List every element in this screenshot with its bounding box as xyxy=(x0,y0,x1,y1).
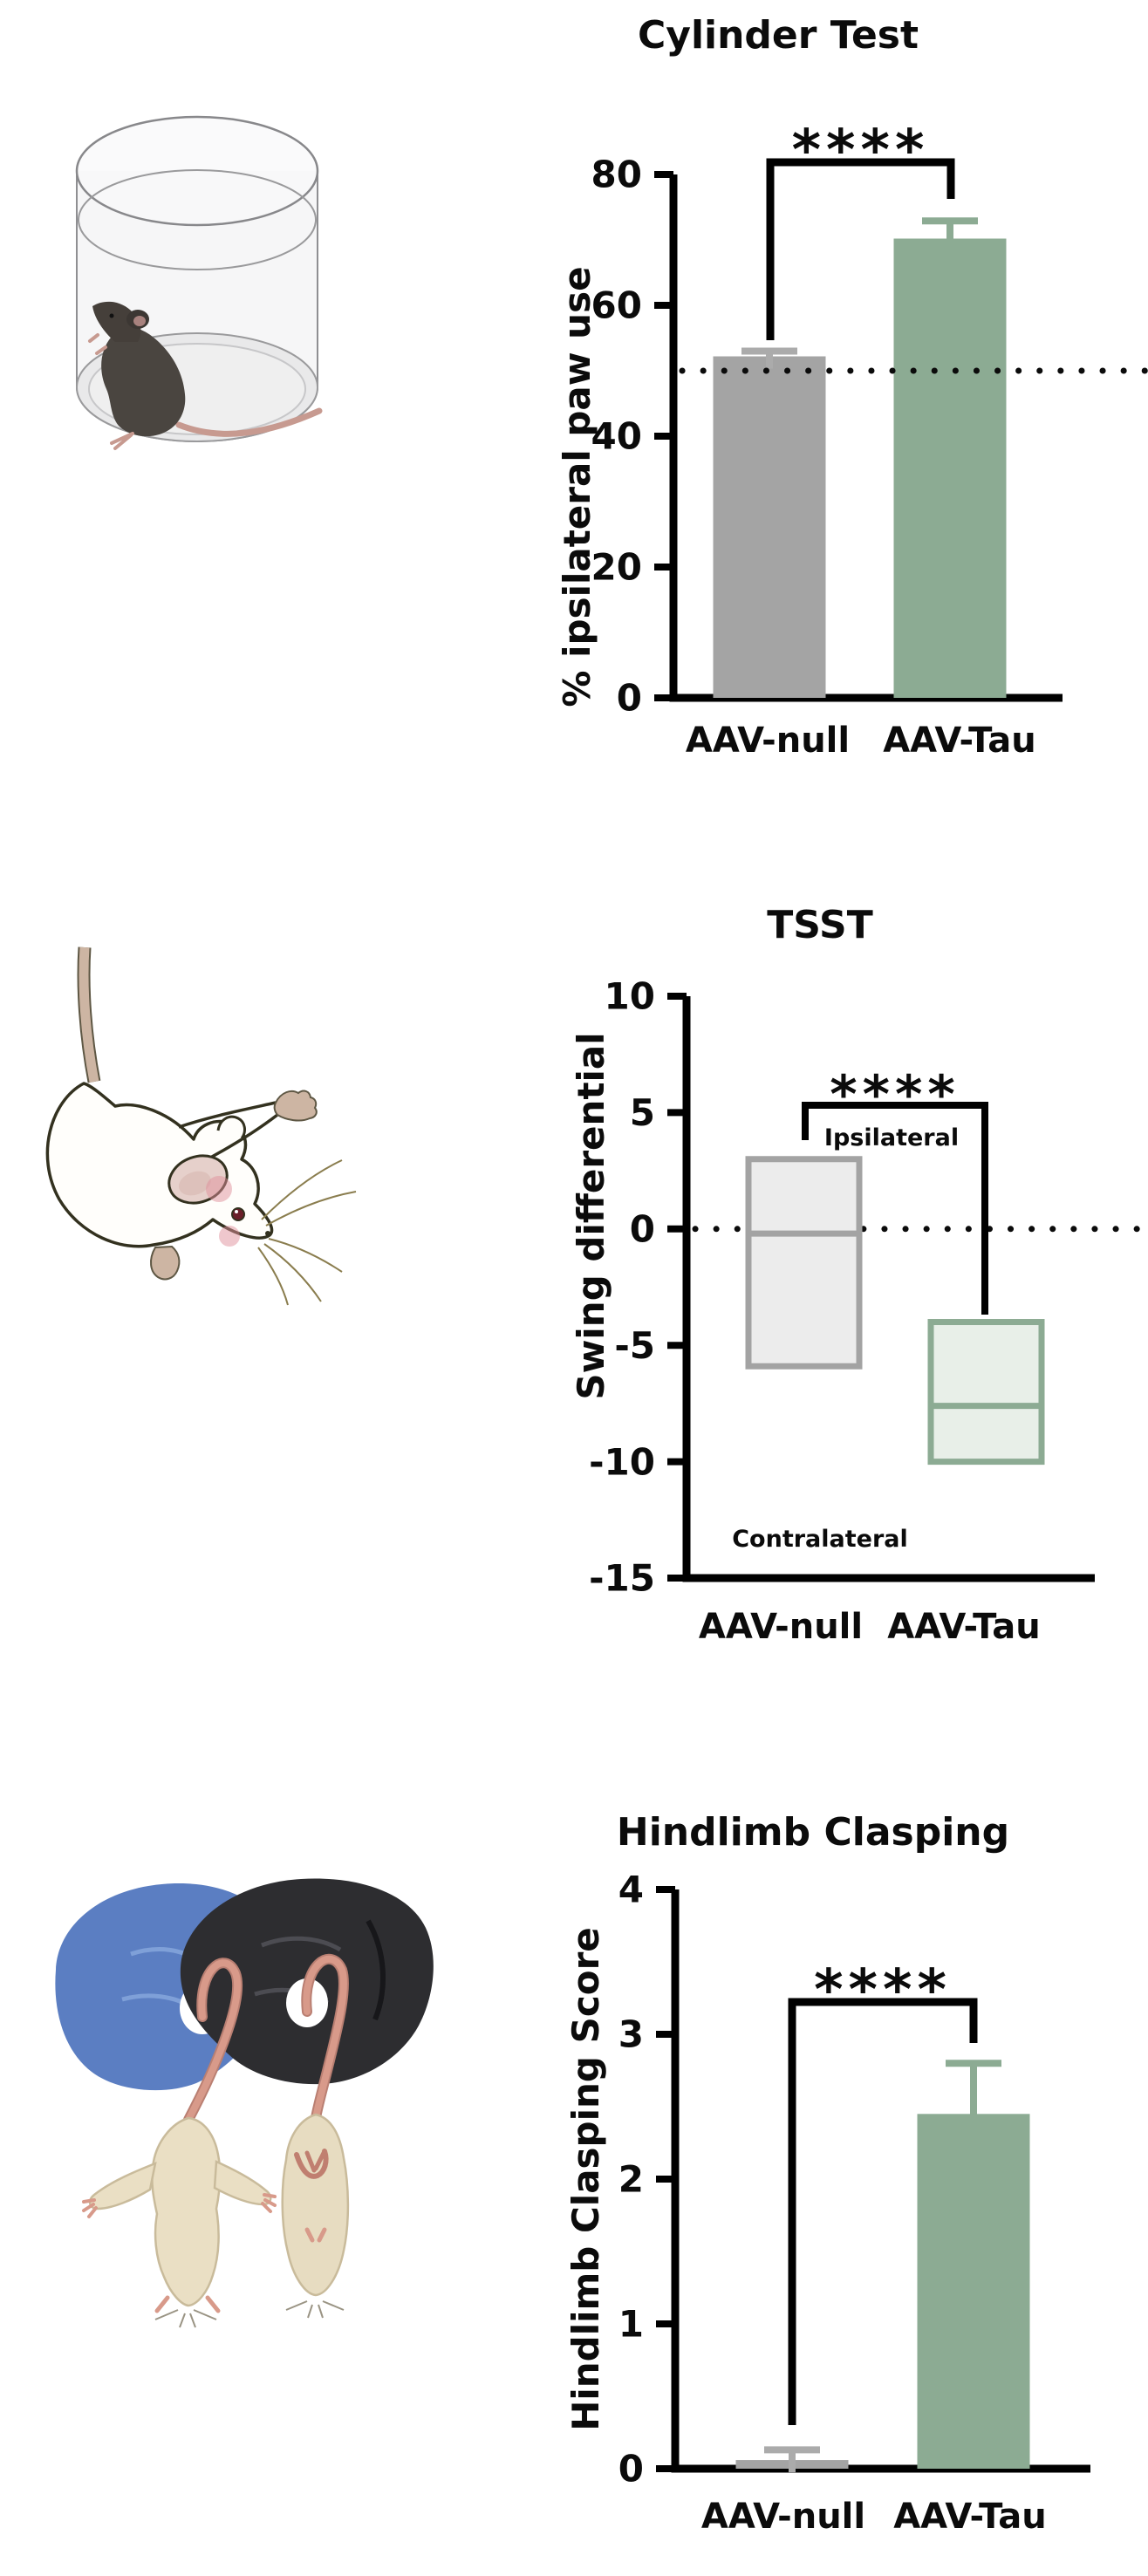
category-label: AAV-Tau xyxy=(883,721,1036,761)
right-mouse-whiskers xyxy=(285,2300,345,2319)
left-mouse-left-forelimb xyxy=(88,2161,157,2210)
y-tick-label: 60 xyxy=(591,284,642,327)
y-axis-label: Hindlimb Clasping Score xyxy=(564,1927,607,2431)
bar xyxy=(893,238,1007,698)
tail-suspension-mouse-illustration xyxy=(45,946,357,1306)
left-mouse-hind-paws xyxy=(154,2295,221,2313)
y-tick-label: 1 xyxy=(618,2303,644,2346)
right-mouse-tucked-paws xyxy=(304,2227,327,2243)
forelimb-upper-line xyxy=(178,1101,277,1129)
mouse-hind-foot xyxy=(110,432,134,450)
significance-stars: **** xyxy=(814,1958,952,2023)
y-tick-label: 3 xyxy=(618,2013,644,2056)
y-tick-label: 0 xyxy=(618,2448,644,2491)
eye-highlight xyxy=(235,1210,238,1213)
y-tick-label: 40 xyxy=(591,415,642,458)
right-mouse-clasped-limbs xyxy=(294,2149,329,2179)
nose xyxy=(265,1231,270,1236)
mouse-body xyxy=(45,1082,274,1248)
right-mouse-clasped-feet xyxy=(304,2149,327,2173)
y-tick-label: 20 xyxy=(591,546,642,589)
chart-title: Cylinder Test xyxy=(638,13,919,58)
bar xyxy=(917,2114,1030,2469)
y-tick-label: -5 xyxy=(614,1324,655,1367)
right-tail xyxy=(303,1956,347,2122)
bar xyxy=(713,356,826,698)
left-tail xyxy=(185,1959,242,2123)
right-mouse-body xyxy=(281,2113,350,2297)
whiskers xyxy=(257,1159,357,1306)
significance-bracket xyxy=(766,158,955,340)
far-ear xyxy=(216,1115,246,1139)
y-tick-label: -10 xyxy=(589,1440,655,1483)
left-mouse-body xyxy=(151,2116,222,2307)
significance-stars: **** xyxy=(830,1064,960,1125)
front-paw xyxy=(273,1090,318,1122)
left-mouse-right-forelimb xyxy=(213,2160,272,2206)
axis-annotation: Ipsilateral xyxy=(824,1124,959,1151)
black-glove-knuckle xyxy=(366,1919,386,2021)
tail xyxy=(79,946,99,1083)
mouse-eye xyxy=(231,1207,245,1221)
category-label: AAV-null xyxy=(701,2497,865,2537)
category-label: AAV-Tau xyxy=(887,1607,1041,1647)
cylinder-test-chart: 0 20 40 60 80 **** Cylinder Test % ipsilateral … xyxy=(556,13,1148,761)
significance-bracket xyxy=(788,1998,978,2425)
blush-upper xyxy=(206,1176,232,1202)
cylinder-test-mouse-illustration xyxy=(75,115,323,450)
hindlimb-clasping-gloves-illustration xyxy=(55,1878,434,2328)
significance-stars: **** xyxy=(792,119,930,183)
significance-bracket xyxy=(802,1102,988,1315)
y-axis-label: Swing differential xyxy=(570,1032,612,1399)
mouse-front-paws xyxy=(88,333,107,355)
mouse-tail xyxy=(175,407,323,437)
mouse-body xyxy=(101,327,186,437)
mouse-ear-inner xyxy=(133,316,146,326)
blush-lower xyxy=(219,1226,240,1247)
y-tick-label: 5 xyxy=(630,1091,655,1134)
left-mouse-whiskers xyxy=(154,2309,217,2328)
y-tick-label: 80 xyxy=(591,154,642,196)
mouse-head xyxy=(92,301,141,342)
left-mouse-finger-paws xyxy=(82,2193,277,2218)
box xyxy=(927,1319,1045,1466)
y-tick-label: -15 xyxy=(589,1557,655,1600)
y-tick-label: 2 xyxy=(618,2158,644,2201)
category-label: AAV-null xyxy=(699,1607,863,1647)
category-label: AAV-null xyxy=(686,721,850,761)
hind-paw xyxy=(150,1245,181,1281)
mouse-eye xyxy=(109,313,114,318)
axis-annotation: Contralateral xyxy=(732,1526,908,1553)
y-tick-label: 10 xyxy=(605,975,655,1018)
chart-title: TSST xyxy=(767,903,872,947)
y-tick-label: 0 xyxy=(617,677,642,720)
tsst-chart: -15 -10 -5 0 5 10 **** TSST Swing differentialAA… xyxy=(570,903,1148,1647)
y-tick-label: 4 xyxy=(618,1869,644,1911)
y-tick-label: 0 xyxy=(630,1208,655,1251)
y-axis-label: % ipsilateral paw use xyxy=(556,266,598,707)
chart-title: Hindlimb Clasping xyxy=(617,1810,1009,1855)
box xyxy=(745,1156,863,1370)
cylinder-rim-second xyxy=(78,169,317,270)
category-label: AAV-Tau xyxy=(893,2497,1047,2537)
